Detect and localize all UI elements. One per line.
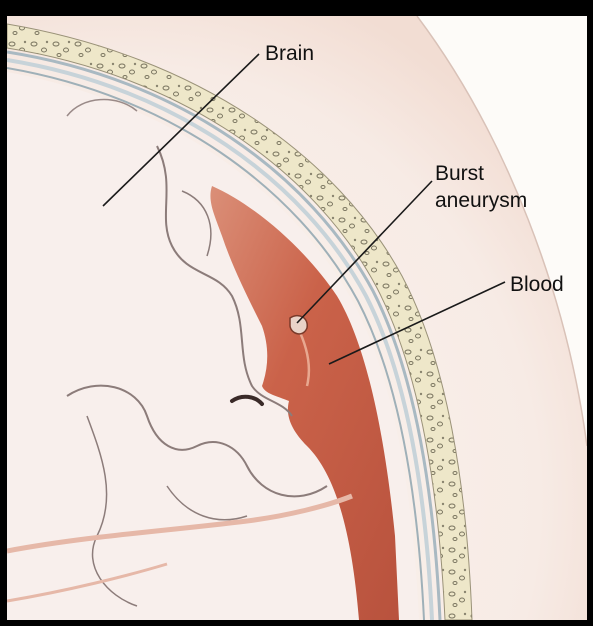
burst-aneurysm-mark bbox=[290, 316, 307, 334]
brain-hemorrhage-illustration bbox=[7, 16, 587, 620]
burst-aneurysm-label-line1: Burst bbox=[435, 161, 484, 186]
blood-label: Blood bbox=[510, 272, 564, 297]
illustration-canvas: Brain Burst aneurysm Blood bbox=[7, 16, 587, 620]
burst-aneurysm-label-line2: aneurysm bbox=[435, 188, 527, 213]
brain-label: Brain bbox=[265, 41, 314, 66]
